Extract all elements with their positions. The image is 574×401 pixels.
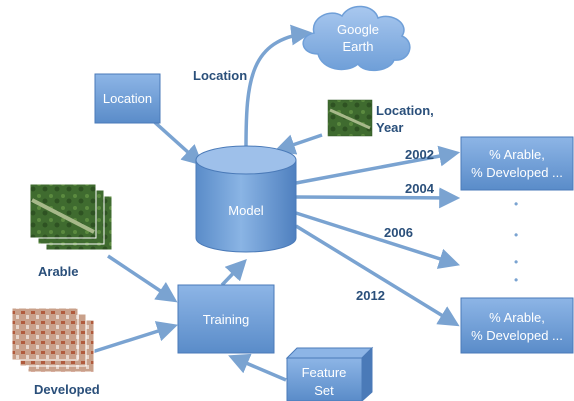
arrow-developed-to-training xyxy=(91,321,179,354)
arrow-year-2012 xyxy=(295,224,460,327)
output-box-top: % Arable, % Developed ... xyxy=(460,136,574,191)
training-label: Training xyxy=(203,312,249,327)
location-query-label: Location xyxy=(193,68,247,83)
model-label: Model xyxy=(228,203,264,218)
ellipsis-dot: • xyxy=(514,273,518,287)
ellipsis-dot: • xyxy=(514,197,518,211)
arable-image-stack xyxy=(29,183,113,251)
year-label-2006: 2006 xyxy=(384,225,413,240)
location-year-line1: Location, xyxy=(376,103,434,118)
satellite-thumbnail xyxy=(327,99,373,137)
arrow-image-to-model xyxy=(274,133,323,155)
location-year-line2: Year xyxy=(376,120,403,135)
arrow-model-to-earth xyxy=(244,24,313,149)
developed-label: Developed xyxy=(34,382,100,397)
ellipsis-dot: • xyxy=(514,228,518,242)
feature-set-cube: Feature Set xyxy=(285,346,374,401)
arrow-year-2006 xyxy=(295,211,461,269)
location-input-box: Location xyxy=(94,73,161,124)
developed-image-stack xyxy=(11,307,95,373)
training-box: Training xyxy=(177,284,275,354)
output-bottom-line1: % Arable, xyxy=(489,310,545,325)
ellipsis-dots: • • • • xyxy=(514,197,518,287)
feature-set-line1: Feature xyxy=(302,365,347,380)
arable-label: Arable xyxy=(38,264,78,279)
arrow-arable-to-training xyxy=(107,254,178,303)
google-earth-cloud: Google Earth xyxy=(302,5,411,72)
feature-set-line2: Set xyxy=(314,383,334,398)
ellipsis-dot: • xyxy=(514,255,518,269)
arrow-location-to-model xyxy=(148,116,204,166)
arrow-featureset-to-training xyxy=(228,353,287,382)
output-box-bottom: % Arable, % Developed ... xyxy=(460,297,574,354)
location-input-label: Location xyxy=(103,91,152,106)
output-bottom-line2: % Developed ... xyxy=(471,328,563,343)
google-earth-line2: Earth xyxy=(342,39,373,54)
arrows xyxy=(91,24,461,382)
output-top-line1: % Arable, xyxy=(489,147,545,162)
arrow-training-to-model xyxy=(220,258,247,287)
year-label-2004: 2004 xyxy=(405,181,435,196)
year-label-2002: 2002 xyxy=(405,147,434,162)
google-earth-line1: Google xyxy=(337,22,379,37)
output-top-line2: % Developed ... xyxy=(471,165,563,180)
model-cylinder: Model xyxy=(195,145,297,253)
year-label-2012: 2012 xyxy=(356,288,385,303)
arrow-year-2004 xyxy=(295,187,461,209)
arrow-year-2002 xyxy=(295,145,461,185)
